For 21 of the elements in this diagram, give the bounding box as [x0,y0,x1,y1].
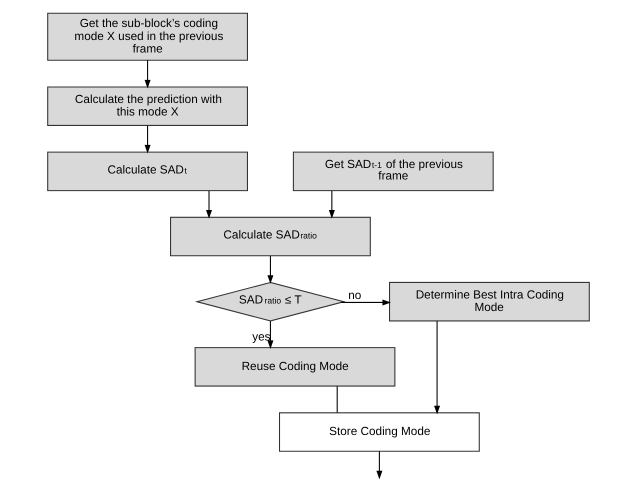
node-box: Calculate SADt [46,151,248,191]
node-box: Store Coding Mode [278,412,480,452]
node-box: Calculate SADratio [170,216,370,256]
arrow [328,190,334,218]
node-box: Reuse Coding Mode [194,346,395,386]
arrow [434,320,440,414]
node-diamond: SADratio ≤ T [194,281,346,321]
arrow [206,190,212,218]
edge-label: yes [252,330,270,343]
arrow [266,256,273,284]
node-box: Determine Best Intra Coding Mode [388,281,590,321]
node-box: Get SADt-1 of the previous frame [292,151,494,191]
edge-label: no [348,288,361,302]
arrow [340,298,391,305]
connector [336,386,338,412]
arrow [266,320,273,348]
arrow [144,125,150,153]
arrow [376,450,382,479]
node-box: Get the sub-block’s coding mode X used in the previous frame [46,12,248,60]
node-box: Calculate the prediction with this mode X [46,86,248,126]
arrow [144,60,150,88]
